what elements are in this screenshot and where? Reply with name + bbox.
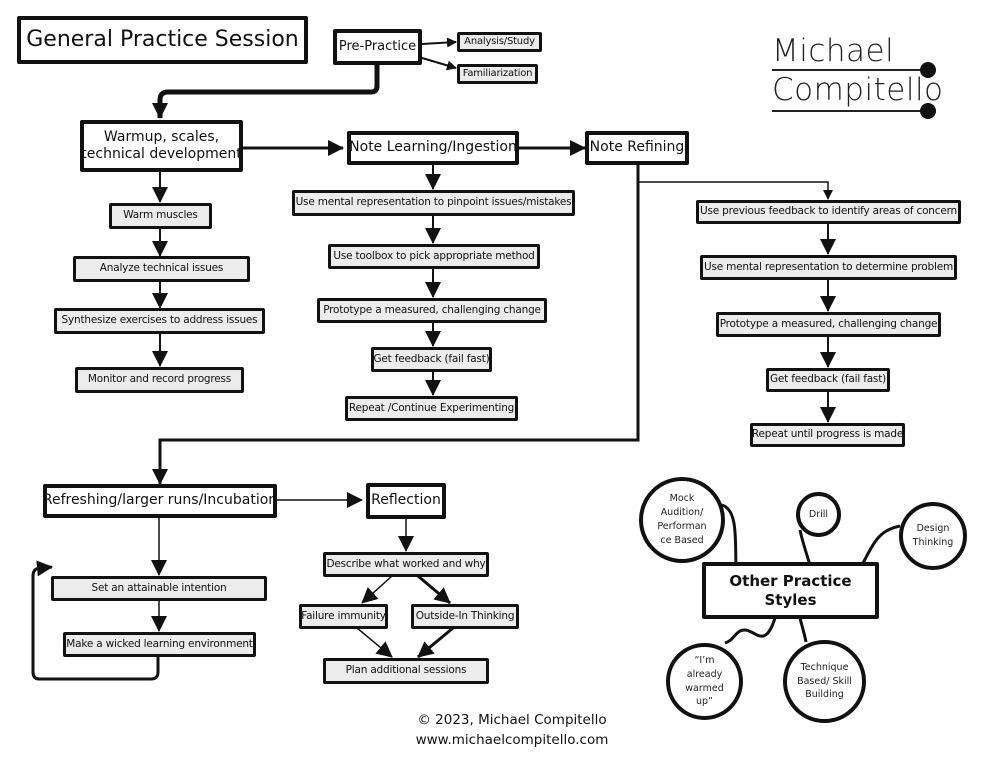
other-styles-box: Other Practice Styles [702,562,879,619]
logo-first-name: Michael [772,33,895,69]
note-refining-step: Prototype a measured, challenging change [716,312,941,337]
arrow-pre-to-analysis [421,37,457,48]
other-styles-label-line1: Other Practice [729,571,852,590]
refreshing-step: Make a wicked learning environment [63,632,256,657]
style-circle-technique: Technique Based/ Skill Building [783,640,866,723]
failure-immunity-box: Failure immunity [299,604,388,629]
logo-dot-top [920,62,936,78]
plan-sessions-box: Plan additional sessions [323,658,489,684]
analysis-study-box: Analysis/Study [457,32,542,52]
warmup-step: Analyze technical issues [73,256,250,282]
warmup-box: Warmup, scales, technical development [80,120,243,172]
note-refining-step: Get feedback (fail fast) [766,368,890,392]
warmup-step: Synthesize exercises to address issues [54,308,265,334]
warmup-step: Monitor and record progress [75,367,244,393]
other-styles-label-line2: Styles [764,590,817,609]
style-circle-mock-audition: Mock Audition/ Performan ce Based [639,477,725,563]
footer-website: www.michaelcompitello.com [415,732,609,748]
note-refining-box: Note Refining [585,131,689,165]
refreshing-step: Set an attainable intention [51,576,267,601]
arrow-pre-to-familiarization [421,57,457,71]
reflection-box: Reflection [366,483,446,519]
page-title: General Practice Session [17,16,308,64]
note-refining-step: Use mental representation to determine p… [700,255,957,280]
style-circle-drill: Drill [796,492,841,537]
note-refining-step: Use previous feedback to identify areas … [696,200,961,224]
refreshing-box: Refreshing/larger runs/Incubation [43,484,277,518]
logo-dot-bottom [920,103,936,119]
familiarization-box: Familiarization [457,64,538,84]
warmup-step: Warm muscles [109,203,212,229]
arrow-pre-to-warmup [152,64,380,119]
note-learning-step: Use toolbox to pick appropriate method [328,244,540,269]
warmup-label-line2: technical development [81,146,242,162]
note-learning-step: Get feedback (fail fast) [371,347,492,372]
style-circle-already-warmed: “I’m already warmed up” [666,643,743,720]
reflection-describe-box: Describe what worked and why [323,552,489,577]
note-learning-step: Prototype a measured, challenging change [317,298,547,323]
logo-last-name: Compitello [772,72,944,108]
note-learning-step: Use mental representation to pinpoint is… [292,190,575,216]
note-learning-box: Note Learning/Ingestion [347,131,519,165]
pre-practice-box: Pre-Practice [333,29,422,65]
style-circle-design-thinking: Design Thinking [899,502,967,570]
note-refining-step: Repeat until progress is made [750,423,905,447]
note-learning-step: Repeat /Continue Experimenting [345,396,518,421]
outside-in-box: Outside-In Thinking [411,604,519,629]
warmup-label-line1: Warmup, scales, [103,128,220,145]
footer-copyright: © 2023, Michael Compitello [417,712,607,728]
